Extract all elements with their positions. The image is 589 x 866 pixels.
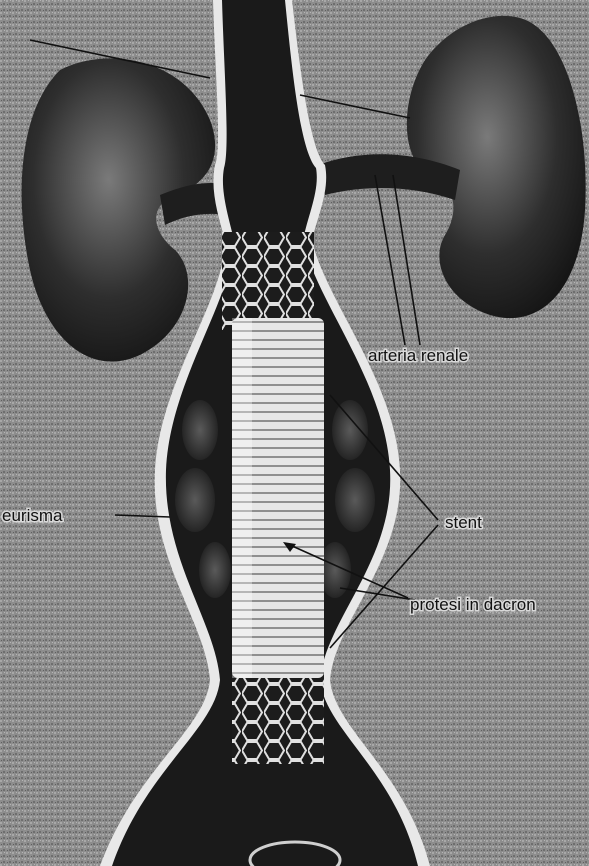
stent-top — [222, 232, 314, 330]
label-aneurysm: eurisma — [2, 506, 63, 525]
label-prosthesis: protesi in dacron — [410, 595, 536, 614]
stent-bottom — [232, 672, 324, 764]
label-renal-artery: arteria renale — [368, 346, 468, 365]
label-stent: stent — [445, 513, 482, 532]
